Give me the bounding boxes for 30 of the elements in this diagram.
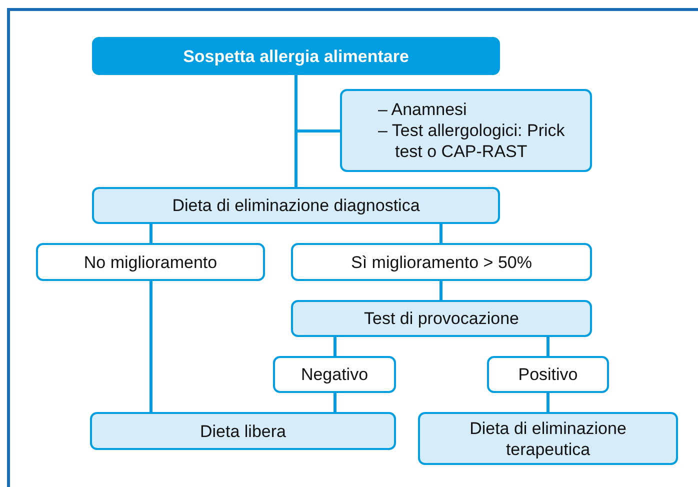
outcome-box — [36, 243, 265, 281]
connector-line — [440, 224, 442, 243]
process-box — [92, 187, 500, 224]
connector-line — [150, 224, 152, 243]
outcome-box — [291, 243, 592, 281]
connector-line — [440, 281, 442, 300]
list-item: – Test allergologici: Prick test o CAP-RAST — [378, 120, 566, 162]
box-label: Positivo — [518, 364, 578, 385]
box-label: Test di provocazione — [364, 308, 519, 329]
connector-line — [546, 393, 550, 412]
title-box — [92, 37, 500, 75]
box-label: No miglioramento — [84, 252, 218, 272]
box-label: Sospetta allergia alimentare — [183, 46, 409, 66]
box-label: Negativo — [300, 364, 368, 385]
note-box — [340, 89, 592, 172]
process-box — [90, 412, 396, 450]
connector-line — [294, 75, 340, 132]
outcome-box — [273, 356, 396, 393]
connector-line — [334, 337, 336, 356]
process-box — [291, 300, 592, 337]
outcome-box — [487, 356, 609, 393]
box-label: Dieta di eliminazione diagnostica — [172, 195, 420, 216]
box-label: Dieta di eliminazione terapeutica — [468, 418, 628, 460]
box-label: Sì miglioramento > 50% — [351, 252, 532, 272]
connector-line — [546, 337, 550, 356]
list-item: – Anamnesi — [378, 99, 468, 120]
connector-line — [150, 281, 152, 412]
box-label: Dieta libera — [200, 420, 286, 442]
connector-line — [334, 393, 336, 412]
process-box — [418, 412, 678, 465]
